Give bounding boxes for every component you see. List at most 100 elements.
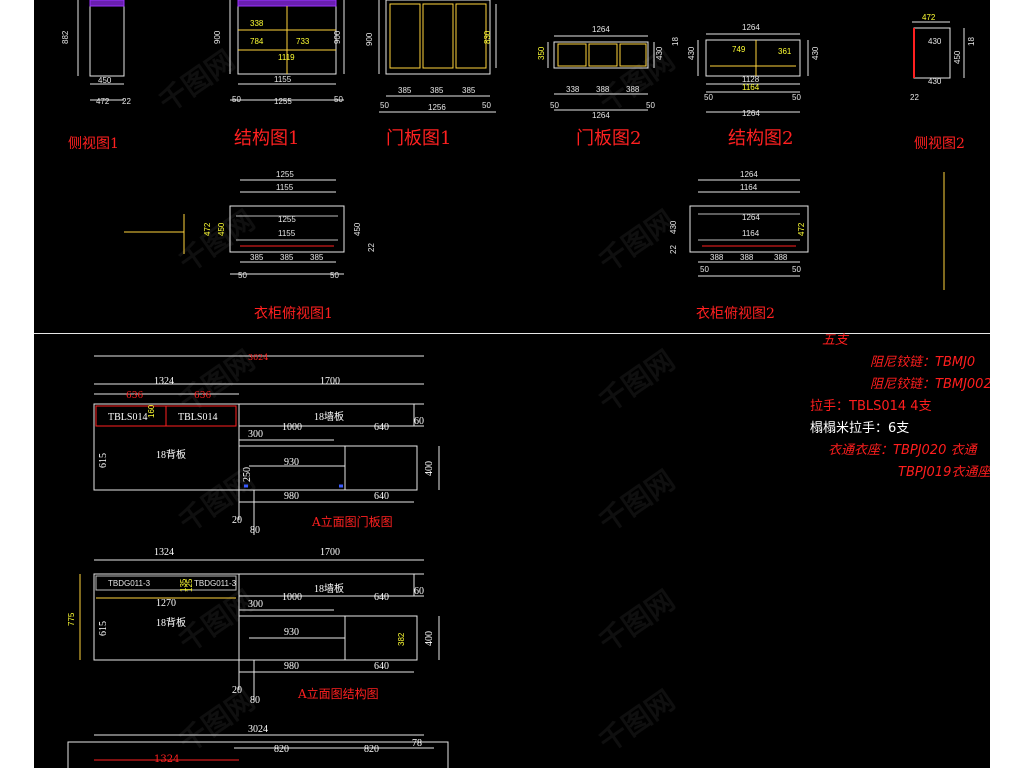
dim-label: 382	[397, 632, 406, 646]
dim-label: 3024	[248, 353, 268, 362]
dim-label: 300	[248, 429, 263, 440]
dim-label: 640	[374, 491, 389, 502]
dim-label: 1155	[274, 75, 292, 84]
view-caption: A立面图门板图	[311, 514, 393, 529]
dim-label: 430	[687, 46, 696, 60]
plan-view-1	[124, 179, 345, 275]
bar-part-code: TBDG011-3	[194, 579, 237, 588]
dim-label: 830	[483, 30, 492, 44]
dim-label: 3024	[248, 724, 268, 735]
dim-label: 50	[238, 271, 247, 280]
dim-label: 1324	[154, 376, 174, 387]
view-caption: A立面图结构图	[297, 686, 379, 701]
dim-label: 1256	[428, 103, 446, 112]
dim-label: 472	[203, 222, 212, 236]
door-view-2	[547, 35, 655, 111]
dim-label: 980	[284, 661, 299, 672]
view-caption: 侧视图2	[914, 136, 965, 152]
dim-label: 820	[364, 744, 379, 755]
dim-label: 1700	[320, 547, 340, 558]
dim-label: 1264	[740, 170, 758, 179]
elevation-door-drawing	[93, 355, 440, 535]
panel-label: 18墙板	[314, 410, 344, 423]
dim-label: 385	[280, 253, 294, 262]
dim-label: 338	[250, 19, 264, 28]
dim-label: 20	[232, 685, 242, 696]
dim-label: 125	[185, 578, 194, 592]
view-caption: 结构图2	[728, 128, 793, 149]
dim-label: 1128	[742, 75, 760, 84]
note-line: TBPJ019衣通座	[898, 465, 990, 480]
dim-label: 1164	[740, 183, 758, 192]
bar-part-code: TBDG011-3	[108, 579, 151, 588]
dim-label: 450	[953, 50, 962, 64]
dim-label: 1255	[278, 215, 296, 224]
dim-label: 50	[646, 101, 655, 110]
dim-label: 733	[296, 37, 310, 46]
dim-label: 50	[380, 101, 389, 110]
dim-label: 1255	[274, 97, 292, 106]
elevation-structure-drawing	[79, 559, 440, 700]
dim-label: 18	[967, 37, 976, 46]
dim-label: 385	[462, 86, 476, 95]
side-view-2	[912, 21, 965, 79]
dim-label: 882	[61, 30, 70, 44]
view-caption: 门板图2	[576, 128, 641, 149]
dim-label: 60	[414, 586, 424, 597]
elevation-bottom-drawing	[67, 734, 449, 768]
dim-label: 50	[792, 93, 801, 102]
view-caption: 衣柜俯视图1	[254, 306, 333, 322]
dim-label: 749	[732, 45, 746, 54]
dim-label: 615	[98, 453, 109, 468]
dim-label: 1264	[742, 23, 760, 32]
dim-label: 60	[414, 416, 424, 427]
dim-label: 50	[334, 95, 343, 104]
note-line: 五支	[822, 333, 849, 348]
dim-label: 980	[284, 491, 299, 502]
dim-label: 784	[250, 37, 264, 46]
side-view-1	[77, 0, 125, 101]
dim-label: 636	[194, 391, 211, 401]
dim-label: 775	[67, 612, 76, 626]
cad-canvas: 882 450 472 22 侧视图1 338 784 733 1119 900…	[61, 0, 976, 768]
dim-label: 50	[700, 265, 709, 274]
dim-label: 1264	[742, 213, 760, 222]
dim-label: 640	[374, 661, 389, 672]
dim-label: 388	[710, 253, 724, 262]
dim-label: 80	[250, 695, 260, 706]
dim-label: 385	[398, 86, 412, 95]
view-caption: 衣柜俯视图2	[696, 306, 775, 322]
dim-label: 450	[98, 76, 112, 85]
view-caption: 侧视图1	[68, 136, 119, 152]
dim-label: 385	[310, 253, 324, 262]
door-view-1	[378, 0, 497, 113]
dim-label: 1255	[276, 170, 294, 179]
dim-label: 135	[179, 578, 188, 592]
dim-label: 50	[550, 101, 559, 110]
panel-label: 18背板	[156, 448, 186, 461]
dim-label: 1119	[278, 53, 295, 62]
door-part-code: TBLS014	[108, 412, 147, 423]
dim-label: 22	[669, 245, 678, 254]
dim-label: 1264	[742, 109, 760, 118]
panel-label: 18墙板	[314, 582, 344, 595]
note-line: 拉手：TBLS014 4支	[810, 399, 932, 414]
dim-label: 350	[537, 46, 546, 60]
dim-label: 636	[126, 391, 143, 401]
hardware-notes: 五支 阻尼铰链：TBMJ0 阻尼铰链：TBMJ002 拉手：TBLS014 4支…	[810, 330, 990, 484]
dim-label: 22	[122, 97, 131, 106]
dim-label: 80	[250, 525, 260, 536]
dim-label: 1264	[592, 111, 610, 120]
dim-label: 640	[374, 592, 389, 603]
dim-label: 20	[232, 515, 242, 526]
note-line: 衣通衣座：TBPJ020 衣通	[828, 443, 977, 458]
dim-label: 900	[213, 30, 222, 44]
section-divider	[34, 333, 990, 334]
dim-label: 472	[797, 222, 806, 236]
dim-label: 388	[740, 253, 754, 262]
view-caption: 门板图1	[386, 128, 451, 149]
dim-label: 18	[671, 37, 680, 46]
note-line: 阻尼铰链：TBMJ0	[870, 355, 976, 370]
dim-label: 22	[910, 93, 919, 102]
dim-label: 450	[353, 222, 362, 236]
